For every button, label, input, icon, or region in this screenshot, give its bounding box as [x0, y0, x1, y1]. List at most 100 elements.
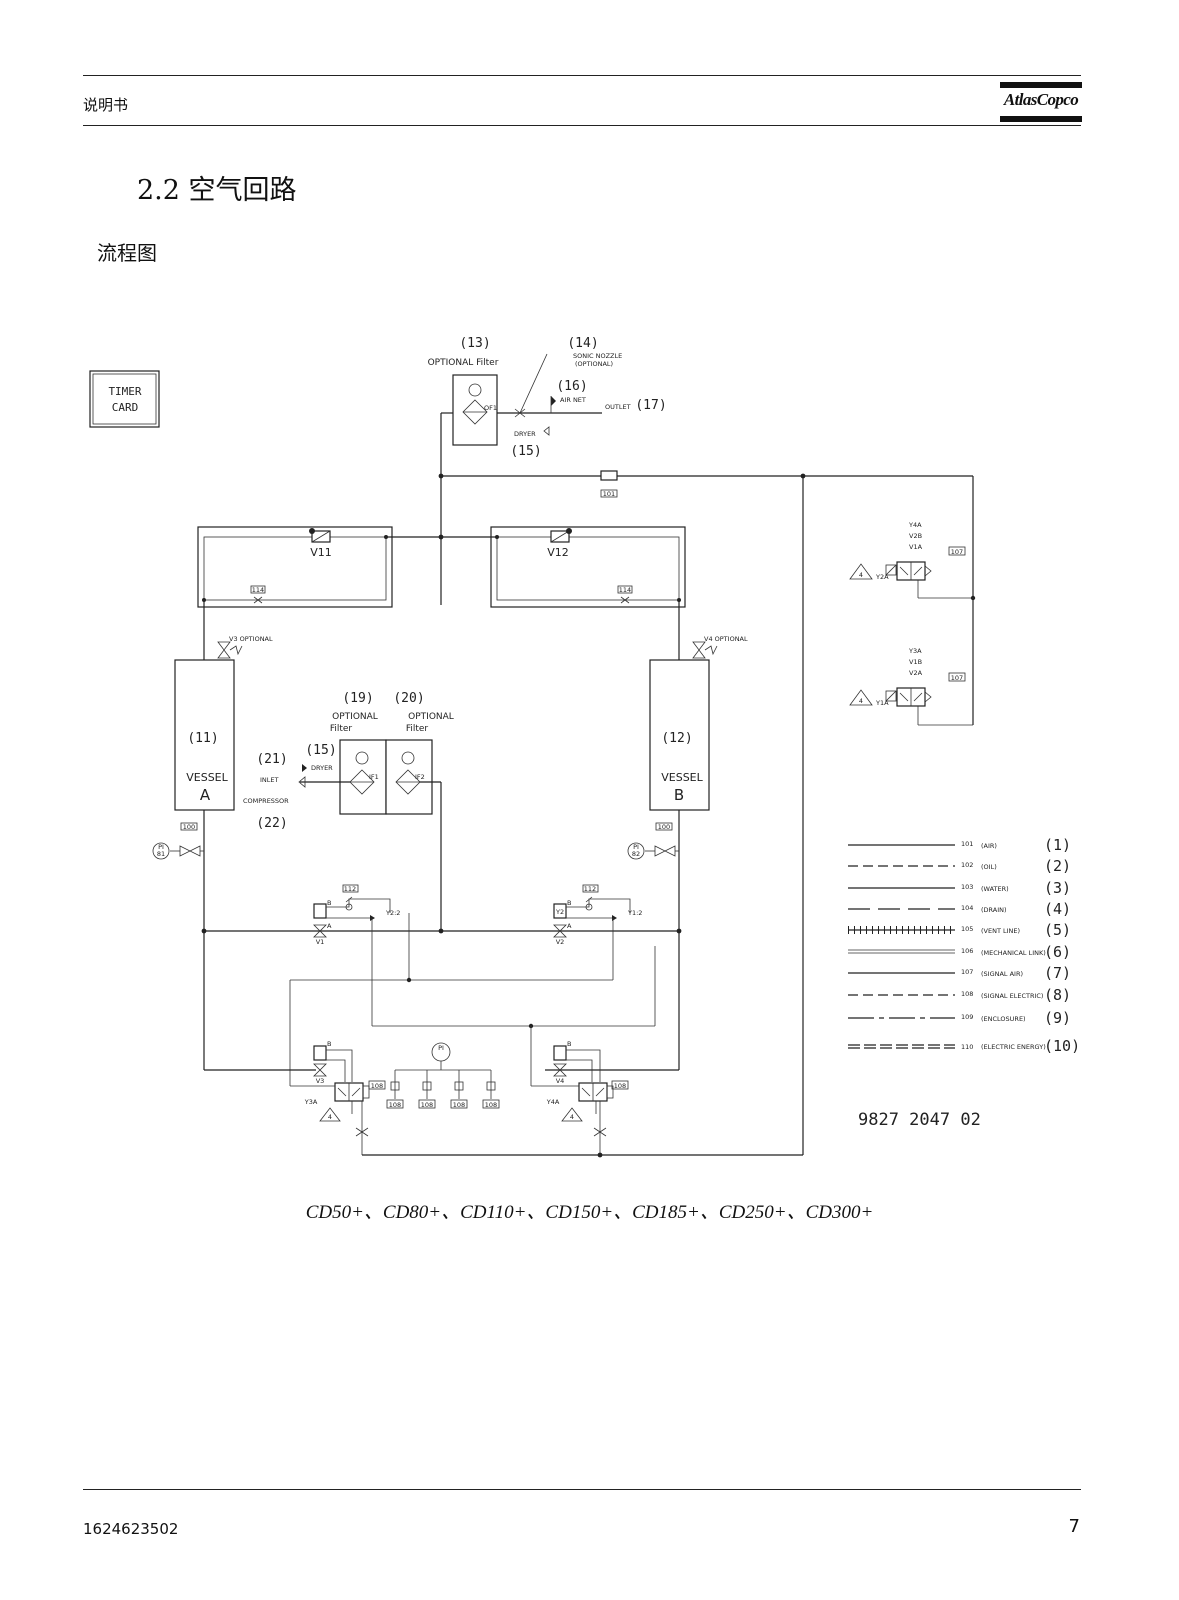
label-y12: Y1:2	[627, 909, 642, 917]
label-112a: 112	[344, 885, 356, 893]
line-type-legend: 101 (AIR) (1) 102 (OIL) (2) 103 (WATER) …	[848, 836, 1080, 1055]
label-v2b: V2B	[909, 532, 922, 540]
label-pi-center: PI	[438, 1044, 444, 1052]
signal-taps-108: 108 108 108 108	[386, 1070, 500, 1109]
label-filter-19: Filter	[330, 724, 353, 734]
valve-v11-block: V11 114	[197, 526, 393, 608]
label-outlet: OUTLET	[605, 403, 631, 411]
label-14: (14)	[567, 336, 598, 351]
section-subtitle: 流程图	[97, 241, 157, 265]
svg-text:B: B	[567, 1040, 571, 1048]
legend-name-1: (AIR)	[981, 842, 997, 850]
label-y1a: Y1A	[875, 699, 889, 707]
header-top-rule	[83, 75, 1081, 76]
legend-name-7: (SIGNAL AIR)	[981, 970, 1023, 978]
legend-code-9: 109	[961, 1013, 973, 1021]
header-title: 说明书	[83, 96, 129, 114]
label-107b: 107	[951, 674, 963, 682]
label-optional-19: OPTIONAL	[332, 712, 378, 722]
legend-name-4: (DRAIN)	[981, 906, 1007, 914]
label-100b: 100	[658, 823, 670, 831]
legend-name-5: (VENT LINE)	[981, 927, 1020, 935]
legend-code-10: 110	[961, 1043, 973, 1051]
footer-page-number: 7	[1068, 1516, 1080, 1537]
label-112b: 112	[584, 885, 596, 893]
svg-text:B: B	[567, 899, 571, 907]
legend-code-7: 107	[961, 968, 973, 976]
solenoid-y1a: Y3A V1B V2A 107 4 Y1A	[849, 647, 973, 726]
label-19: (19)	[342, 691, 373, 706]
label-if2: IF2	[415, 773, 425, 781]
label-dryer-mid: DRYER	[311, 764, 333, 772]
svg-text:Y2: Y2	[555, 908, 564, 916]
label-y22: Y2:2	[385, 909, 400, 917]
valve-v4-y4a: B V4 108 Y4A 4	[531, 1040, 629, 1155]
label-21: (21)	[256, 752, 287, 767]
label-15-top: (15)	[510, 444, 541, 459]
label-y3a-top: Y3A	[908, 647, 922, 655]
label-v3-optional: V3 OPTIONAL	[229, 635, 273, 643]
label-107a: 107	[951, 548, 963, 556]
label-108d: 108	[421, 1101, 433, 1109]
legend-num-10: (10)	[1044, 1037, 1080, 1055]
model-caption: CD50+、CD80+、CD110+、CD150+、CD185+、CD250+、…	[305, 1202, 874, 1223]
legend-name-2: (OIL)	[981, 863, 997, 871]
label-triangle-4-d: 4	[859, 697, 863, 705]
label-v1: V1	[316, 938, 325, 946]
label-y2a: Y2A	[875, 573, 889, 581]
legend-num-5: (5)	[1044, 921, 1071, 939]
legend-name-8: (SIGNAL ELECTRIC)	[981, 992, 1043, 1000]
label-sonic-optional: (OPTIONAL)	[575, 360, 613, 368]
label-pi81: 81	[157, 850, 165, 858]
label-vessel-a-letter: A	[200, 786, 211, 804]
atlas-copco-logo: AtlasCopco	[1000, 80, 1082, 124]
label-12: (12)	[661, 731, 692, 746]
svg-text:A: A	[567, 922, 572, 930]
label-compressor: COMPRESSOR	[243, 797, 289, 805]
footer-doc-number: 1624623502	[83, 1520, 179, 1538]
label-optional-filter-top: OPTIONAL Filter	[428, 358, 499, 368]
label-v2: V2	[556, 938, 565, 946]
label-v2a: V2A	[909, 669, 923, 677]
label-filter-20: Filter	[406, 724, 429, 734]
label-v4-optional: V4 OPTIONAL	[704, 635, 748, 643]
label-v3: V3	[316, 1077, 325, 1085]
valve-v1: V1 B A 112 Y2:2	[313, 884, 400, 946]
label-sonic-nozzle: SONIC NOZZLE	[573, 352, 622, 360]
label-108c: 108	[389, 1101, 401, 1109]
header-bottom-rule	[83, 125, 1081, 126]
label-vessel-a: VESSEL	[186, 771, 228, 784]
timer-card-line1: TIMER	[108, 385, 141, 398]
drawing-number: 9827 2047 02	[858, 1110, 981, 1130]
legend-name-9: (ENCLOSURE)	[981, 1015, 1026, 1023]
label-v1b: V1B	[909, 658, 922, 666]
label-pi-b: PI	[633, 843, 639, 851]
footer-rule	[83, 1489, 1081, 1490]
label-20: (20)	[393, 691, 424, 706]
legend-num-8: (8)	[1044, 986, 1071, 1004]
timer-card-line2: CARD	[112, 401, 139, 414]
solenoid-y2a: Y4A V2B V1A 107 4 Y2A	[849, 521, 976, 601]
label-y4a: Y4A	[546, 1098, 560, 1106]
label-if1: IF1	[369, 773, 379, 781]
legend-num-9: (9)	[1044, 1009, 1071, 1027]
label-triangle-4-c: 4	[859, 571, 863, 579]
label-v11: V11	[310, 546, 332, 559]
legend-code-2: 102	[961, 861, 973, 869]
legend-num-7: (7)	[1044, 964, 1071, 982]
label-v1a: V1A	[909, 543, 923, 551]
legend-code-4: 104	[961, 904, 973, 912]
label-100a: 100	[183, 823, 195, 831]
label-16: (16)	[556, 379, 587, 394]
vessel-b	[649, 659, 710, 811]
svg-text:B: B	[327, 1040, 331, 1048]
legend-num-1: (1)	[1044, 836, 1071, 854]
label-triangle-4-a: 4	[328, 1113, 332, 1121]
legend-code-5: 105	[961, 925, 973, 933]
vessel-a	[174, 659, 235, 811]
legend-num-6: (6)	[1044, 943, 1071, 961]
legend-code-8: 108	[961, 990, 973, 998]
label-108e: 108	[453, 1101, 465, 1109]
section-title: 2.2 空气回路	[137, 175, 297, 206]
label-pi-a: PI	[158, 843, 164, 851]
